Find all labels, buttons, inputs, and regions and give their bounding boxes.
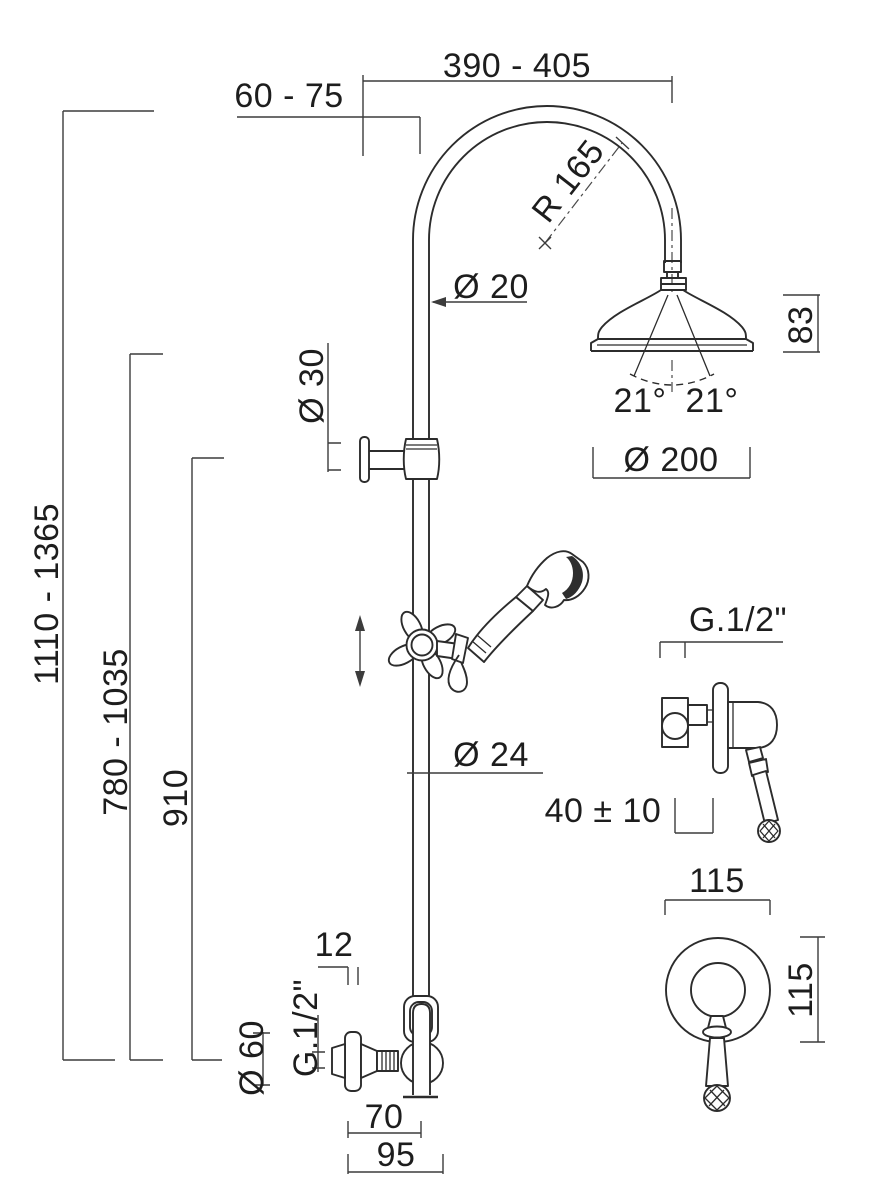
dim-plate-width-line (664, 899, 771, 915)
dim-radius-leader (544, 142, 623, 244)
hand-shower (436, 550, 590, 693)
dim-bracket-diameter-line (327, 343, 341, 472)
mixer-valve-side-view (661, 682, 781, 843)
dim-outlet-total-line (347, 1154, 444, 1174)
dim-pipe-bottom-diameter-label: Ø 24 (453, 736, 529, 774)
dim-total-height-line (62, 110, 154, 1061)
diverter-knob (387, 610, 457, 680)
dim-handset-range-line (129, 353, 163, 1061)
valve-flange (344, 1031, 362, 1092)
shower-column-drawing (331, 105, 781, 1112)
dim-mixer-thread-line (659, 641, 783, 658)
dim-bracket-height-label: 910 (157, 769, 195, 827)
slide-arrow-up (355, 615, 365, 631)
dim-bracket-diameter-label: Ø 30 (293, 348, 331, 424)
dim-pipe-top-diameter-label: Ø 20 (453, 268, 529, 306)
mixer-trim-front-view (665, 937, 771, 1112)
dim-head-diameter-line (592, 447, 751, 479)
supply-elbow (331, 995, 444, 1099)
slide-arrow-down (355, 671, 365, 687)
dim-plate-height-line (800, 936, 825, 1043)
hand-shower-face (562, 556, 583, 599)
dim-radius-marks (538, 136, 630, 250)
dim-pipe-top-arrowhead (431, 297, 446, 307)
hand-shower-handle (467, 596, 534, 663)
dim-inlet-offset-label: 12 (315, 926, 354, 964)
dim-mixer-depth-line (674, 798, 714, 834)
dim-total-height-label: 1110 - 1365 (28, 503, 66, 685)
dim-outlet-offset-line (347, 1121, 422, 1138)
dim-wall-offset-label: 60 - 75 (234, 77, 343, 115)
dim-flange-diameter-label: Ø 60 (233, 1020, 271, 1096)
spray-angle-right-label: 21° (686, 382, 739, 420)
dimension-lines (62, 75, 825, 1174)
dim-inlet-offset-line (318, 966, 359, 985)
dim-outlet-total-label: 95 (377, 1136, 416, 1174)
dim-arc-radius-label: R 165 (525, 133, 612, 230)
dim-width-total-line (362, 75, 673, 156)
outlet-tube (412, 1003, 431, 1095)
dim-bracket-height-line (191, 457, 224, 1061)
overhead-shower (590, 260, 754, 392)
dim-inlet-thread-line (312, 1015, 325, 1072)
dim-head-height-line (783, 294, 820, 353)
dim-wall-offset-line (237, 116, 421, 154)
dim-outlet-offset-label: 70 (365, 1098, 404, 1136)
dim-inlet-thread-label: G.1/2" (287, 979, 325, 1077)
dim-head-diameter-label: Ø 200 (623, 441, 718, 479)
holder-hook (447, 654, 468, 693)
wall-bracket (359, 436, 441, 483)
spray-arc-dashed (629, 373, 715, 386)
spray-cone-lines (633, 294, 711, 377)
dimension-labels: 390 - 405 60 - 75 R 165 Ø 20 83 21° 21° … (28, 47, 820, 1174)
spray-angle-left-label: 21° (614, 382, 667, 420)
dim-head-height-label: 83 (782, 306, 820, 345)
dim-handset-range-label: 780 - 1035 (97, 648, 135, 816)
dim-width-total-label: 390 - 405 (443, 47, 591, 85)
dim-mixer-thread-label: G.1/2" (689, 601, 787, 639)
dim-plate-width-label: 115 (689, 862, 745, 900)
dim-flange-diameter-line (253, 1032, 270, 1086)
dim-plate-height-label: 115 (782, 962, 820, 1018)
dim-mixer-depth-label: 40 ± 10 (545, 792, 662, 830)
